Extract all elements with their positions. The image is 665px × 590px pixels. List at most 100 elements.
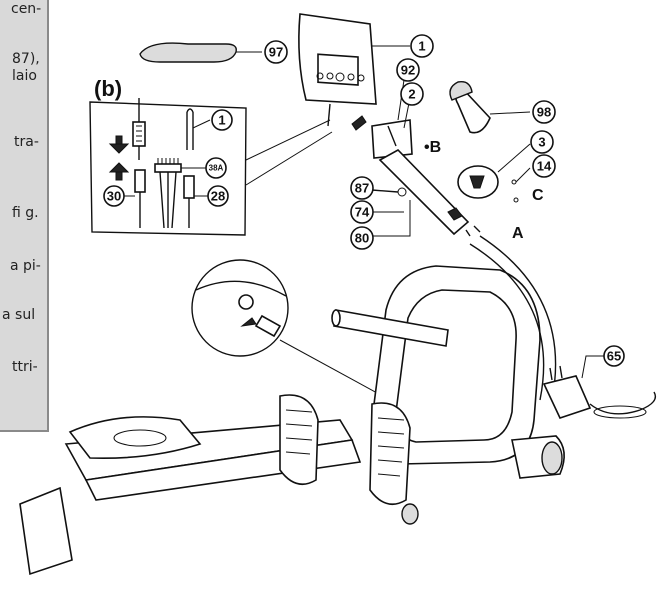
leader-80 — [372, 200, 411, 237]
knob-detail — [469, 175, 485, 189]
adapter-cable-coil — [593, 405, 647, 419]
inset-pointer-lines — [245, 119, 333, 186]
callout-b28: 28 — [211, 189, 225, 204]
post-tube — [378, 149, 470, 236]
callout-98: 98 — [537, 105, 551, 120]
connector-28 — [183, 175, 195, 199]
part-3-14-tension-knob: 3 14 C — [457, 130, 556, 204]
callout-circle-1 — [410, 34, 434, 58]
part-98-spray-can: 98 — [449, 81, 556, 134]
callout-97: 97 — [269, 45, 283, 60]
letter-b: •B — [424, 139, 441, 156]
console-button-5 — [357, 74, 365, 82]
callout-circle-97 — [264, 40, 288, 64]
callout-circle-b1 — [211, 109, 233, 131]
part-1-console: 1 — [298, 13, 434, 127]
main-frame — [19, 235, 565, 576]
arrow-right-icon — [240, 317, 257, 327]
inset-b-label: (b) — [94, 76, 122, 101]
console-button-4 — [347, 73, 355, 81]
spray-can-cap — [449, 81, 473, 101]
magnifier-nut — [238, 294, 254, 310]
upright-post: A 87 74 80 — [350, 149, 524, 250]
magnified-detail — [191, 259, 391, 401]
magnifier-pointer — [279, 339, 391, 401]
callout-3: 3 — [538, 135, 545, 150]
callout-circle-14 — [532, 154, 556, 178]
callout-80: 80 — [355, 231, 369, 246]
magnifier-bolt — [254, 314, 282, 338]
nut-87 — [397, 187, 407, 197]
bracket-plate — [371, 119, 413, 159]
callout-circle-2 — [400, 82, 424, 106]
transport-wheel — [541, 441, 563, 475]
callout-14: 14 — [537, 159, 552, 174]
callout-1: 1 — [418, 39, 425, 54]
letter-c: C — [532, 187, 544, 204]
footrest-right-treads — [377, 417, 405, 477]
front-foot-cap — [401, 503, 419, 525]
text-fragment-laio: laio — [12, 68, 37, 84]
connector-38a-pins — [157, 158, 179, 164]
bolt-87 — [371, 189, 399, 193]
arrow-down-icon — [108, 135, 130, 154]
letter-a: A — [512, 225, 524, 242]
callout-92: 92 — [401, 63, 415, 78]
seat-cushion — [113, 429, 167, 447]
text-fragment-ttri: ttri- — [12, 359, 38, 375]
text-fragment-87: 87), — [12, 51, 40, 67]
callout-2: 2 — [408, 87, 415, 102]
console-stem — [327, 103, 331, 127]
magnifier-curve — [195, 280, 287, 297]
handlebar-end — [331, 309, 341, 327]
adapter-cable — [589, 391, 657, 415]
magnifier-circle — [191, 259, 289, 357]
callout-circle-74 — [350, 200, 374, 224]
inset-b-connectors: (b) — [89, 76, 247, 236]
leader-14 — [515, 167, 531, 183]
callout-b30: 30 — [107, 189, 121, 204]
cable-38a — [159, 171, 177, 229]
text-fragment-tra: tra- — [14, 134, 39, 150]
bracket-slot — [387, 125, 397, 147]
console-button-3 — [335, 72, 345, 82]
text-fragment-sul: a sul — [2, 307, 36, 323]
footrest-left-treads — [285, 409, 313, 455]
callout-74: 74 — [355, 205, 370, 220]
part-97-handle-cover: 97 — [139, 40, 288, 64]
console-button-1 — [316, 72, 324, 80]
adapter-body — [542, 375, 592, 419]
connector-38a — [154, 163, 182, 173]
callout-circle-80 — [350, 226, 374, 250]
adapter-prongs — [549, 365, 563, 381]
callout-circle-98 — [532, 100, 556, 124]
part-65-power-adapter: 65 — [542, 345, 657, 419]
instruction-text-panel: cen- 87), laio tra- fi g. a pi- a sul tt… — [0, 0, 49, 432]
callout-circle-3 — [530, 130, 554, 154]
bracket-screw-left — [351, 115, 367, 131]
callout-circle-b30 — [103, 185, 125, 207]
text-fragment-fig: fi g. — [12, 205, 39, 221]
callout-87: 87 — [355, 181, 369, 196]
footrest-left — [279, 394, 319, 486]
leader-98 — [489, 111, 531, 115]
plug-pins — [136, 125, 142, 142]
callout-circle-b38a — [205, 157, 227, 179]
callout-circle-92 — [396, 58, 420, 82]
arrow-up-icon — [108, 162, 130, 181]
cable-bundle-1-cap — [186, 108, 194, 113]
callout-b1: 1 — [218, 113, 225, 128]
rear-arm-outer — [479, 235, 557, 401]
screw-14b — [513, 197, 519, 203]
inset-frame — [89, 101, 247, 236]
seat — [68, 416, 202, 460]
callout-b38a: 38A — [209, 164, 224, 173]
leader-65 — [581, 355, 604, 379]
socket-connector-30 — [134, 169, 146, 193]
post-bolt-a — [447, 207, 463, 221]
leader-b1 — [192, 119, 211, 129]
text-fragment-cen: cen- — [11, 1, 42, 17]
rear-foot — [19, 486, 73, 576]
